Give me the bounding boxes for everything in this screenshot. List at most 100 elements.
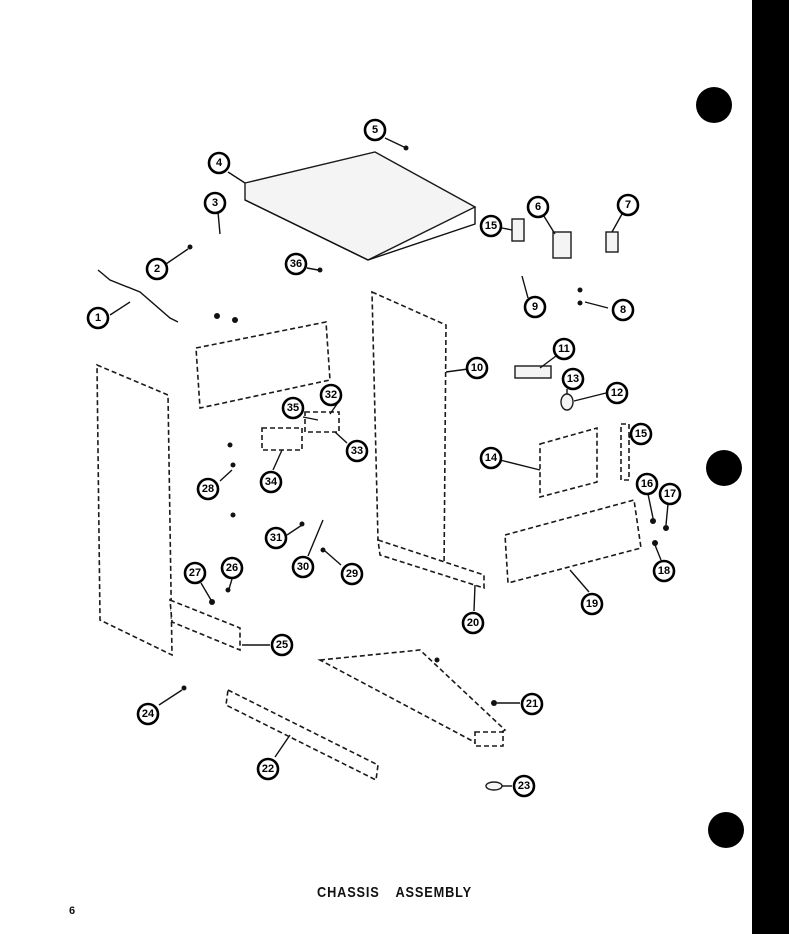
callout-18: 18: [652, 559, 676, 583]
callout-36: 36: [284, 252, 308, 276]
bracket-33: [304, 411, 340, 433]
svg-text:22: 22: [262, 763, 274, 775]
callout-26: 26: [220, 556, 244, 580]
svg-text:1: 1: [95, 312, 101, 324]
svg-text:28: 28: [202, 483, 214, 495]
callout-33: 33: [345, 439, 369, 463]
front-rail: [377, 538, 485, 590]
callout-15-right: 15: [629, 422, 653, 446]
kick-panel: [504, 498, 642, 585]
binder-hole-bottom: [708, 812, 744, 848]
svg-text:20: 20: [467, 617, 479, 629]
callout-13: 13: [561, 367, 585, 391]
callout-1: 1: [86, 306, 110, 330]
callout-8: 8: [611, 298, 635, 322]
relay-15-top: [511, 218, 525, 242]
base-frame: [317, 649, 507, 746]
callout-17: 17: [658, 482, 682, 506]
callout-12: 12: [605, 381, 629, 405]
svg-text:36: 36: [290, 258, 302, 270]
svg-text:8: 8: [620, 304, 626, 316]
base-rail: [225, 688, 379, 782]
svg-text:2: 2: [154, 263, 160, 275]
svg-text:7: 7: [625, 199, 631, 211]
callout-2: 2: [145, 257, 169, 281]
binder-hole-top: [696, 87, 732, 123]
bracket-34: [261, 427, 303, 451]
washer-13: [560, 393, 574, 411]
leveler-23: [485, 781, 503, 791]
callout-34: 34: [259, 470, 283, 494]
svg-text:31: 31: [270, 532, 282, 544]
svg-text:4: 4: [216, 157, 223, 169]
leader-lines: [109, 137, 669, 787]
bracket-11: [514, 365, 552, 379]
svg-text:29: 29: [346, 568, 358, 580]
svg-text:14: 14: [485, 452, 498, 464]
svg-text:25: 25: [276, 639, 288, 651]
switch-7: [605, 231, 619, 253]
callout-15-top: 15: [479, 214, 503, 238]
callout-31: 31: [264, 526, 288, 550]
svg-text:32: 32: [325, 389, 337, 401]
svg-text:27: 27: [189, 567, 201, 579]
callout-21: 21: [520, 692, 544, 716]
callout-20: 20: [461, 611, 485, 635]
svg-text:9: 9: [532, 301, 538, 313]
callout-28: 28: [196, 477, 220, 501]
svg-text:13: 13: [567, 373, 579, 385]
callout-29: 29: [340, 562, 364, 586]
callout-16: 16: [635, 472, 659, 496]
callout-3: 3: [203, 191, 227, 215]
svg-text:17: 17: [664, 488, 676, 500]
callout-32: 32: [319, 383, 343, 407]
callout-25: 25: [270, 633, 294, 657]
strip-15-right: [620, 423, 630, 481]
callout-10: 10: [465, 356, 489, 380]
callout-4: 4: [207, 151, 231, 175]
top-panel: [244, 151, 477, 261]
binding-edge: [752, 0, 789, 934]
binder-hole-middle: [706, 450, 742, 486]
callout-35: 35: [281, 396, 305, 420]
callout-30: 30: [291, 555, 315, 579]
svg-text:23: 23: [518, 780, 530, 792]
callout-9: 9: [523, 295, 547, 319]
diagram-title: CHASSIS ASSEMBLY: [317, 884, 472, 901]
switch-6: [552, 231, 572, 259]
left-side-panel: [96, 363, 173, 657]
svg-text:24: 24: [142, 708, 155, 720]
foot-bracket: [169, 598, 241, 652]
svg-text:6: 6: [535, 201, 541, 213]
callout-27: 27: [183, 561, 207, 585]
svg-text:35: 35: [287, 402, 299, 414]
svg-text:34: 34: [265, 476, 278, 488]
svg-text:15: 15: [485, 220, 497, 232]
svg-text:11: 11: [558, 343, 570, 355]
svg-text:18: 18: [658, 565, 670, 577]
callout-24: 24: [136, 702, 160, 726]
callout-23: 23: [512, 774, 536, 798]
svg-text:16: 16: [641, 478, 653, 490]
hardware-fasteners: [181, 145, 669, 706]
rear-insulation-panel: [195, 321, 331, 409]
svg-text:12: 12: [611, 387, 623, 399]
divider-panel: [371, 290, 447, 574]
svg-text:26: 26: [226, 562, 238, 574]
callout-22: 22: [256, 757, 280, 781]
svg-text:21: 21: [526, 698, 538, 710]
svg-text:3: 3: [212, 197, 218, 209]
power-cord: [97, 269, 179, 323]
callout-19: 19: [580, 592, 604, 616]
callout-7: 7: [616, 193, 640, 217]
svg-text:30: 30: [297, 561, 309, 573]
svg-text:10: 10: [471, 362, 483, 374]
callout-14: 14: [479, 446, 503, 470]
callout-11: 11: [552, 337, 576, 361]
page-number: 6: [69, 905, 76, 917]
top-panel-edge: [244, 199, 476, 261]
svg-text:33: 33: [351, 445, 363, 457]
foot-plate-21: [474, 731, 504, 747]
